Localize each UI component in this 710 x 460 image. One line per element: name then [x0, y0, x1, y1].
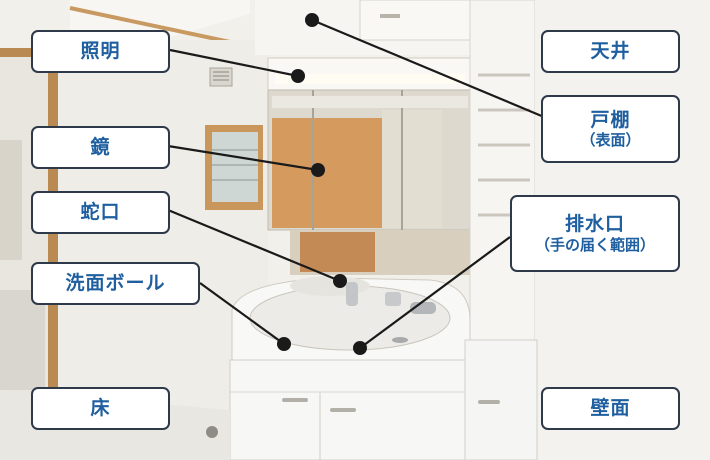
label-cabinet-subtext: （表面） — [580, 131, 641, 150]
label-drain-subtext: （手の届く範囲） — [534, 235, 655, 254]
label-drain-text: 排水口 — [564, 213, 625, 236]
label-mirror-text: 鏡 — [90, 136, 111, 159]
label-lighting: 照明 — [31, 30, 170, 73]
label-wall-text: 壁面 — [590, 397, 631, 420]
label-cabinet-text: 戸棚 — [590, 108, 631, 131]
label-basin: 洗面ボール — [31, 262, 200, 305]
label-mirror: 鏡 — [31, 126, 170, 169]
label-lighting-text: 照明 — [80, 40, 121, 63]
label-floor: 床 — [31, 387, 170, 430]
label-faucet: 蛇口 — [31, 191, 170, 234]
label-floor-text: 床 — [90, 397, 111, 420]
label-drain: 排水口 （手の届く範囲） — [510, 195, 680, 272]
label-cabinet: 戸棚 （表面） — [541, 95, 680, 163]
label-faucet-text: 蛇口 — [80, 201, 121, 224]
label-ceiling-text: 天井 — [590, 40, 631, 63]
label-wall: 壁面 — [541, 387, 680, 430]
label-basin-text: 洗面ボール — [65, 272, 166, 295]
label-ceiling: 天井 — [541, 30, 680, 73]
